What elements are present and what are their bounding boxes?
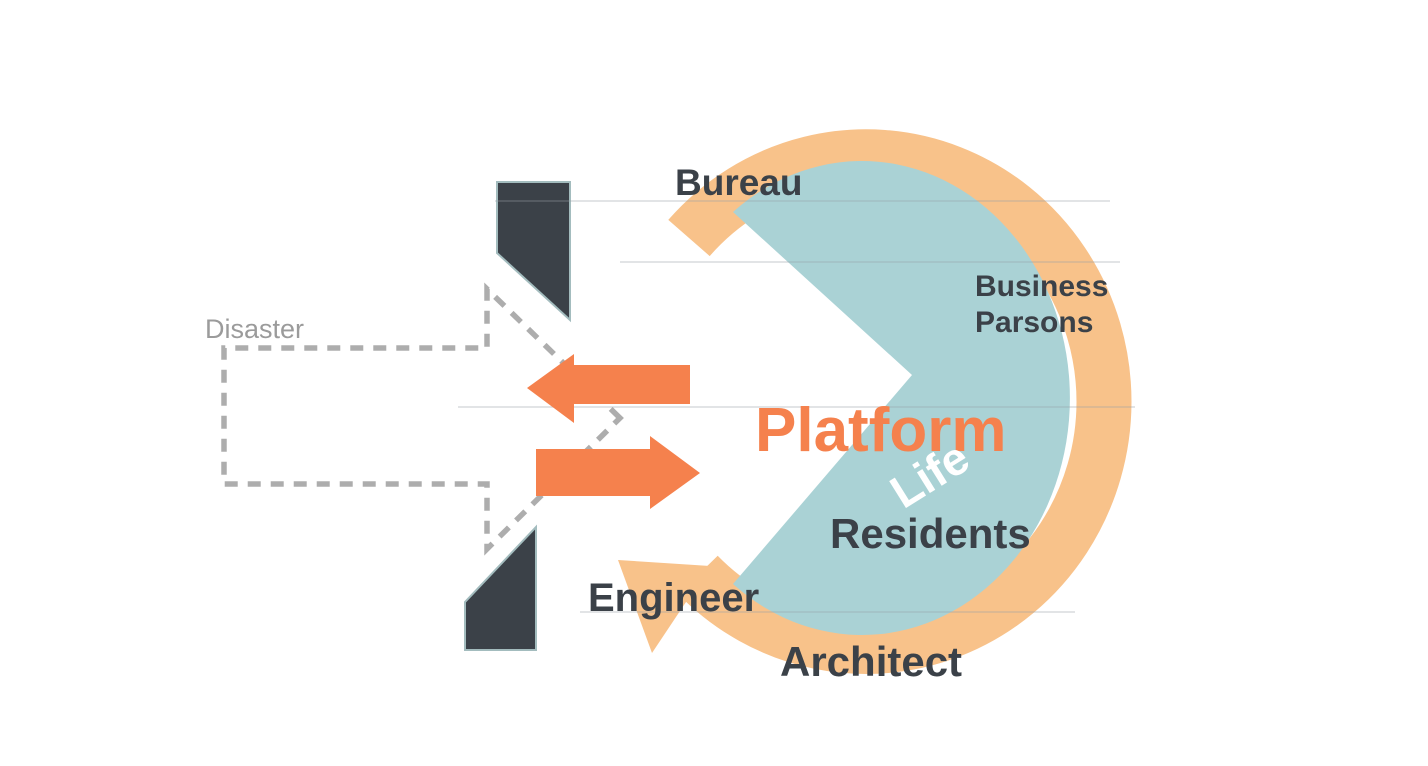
platform-label: Platform	[755, 396, 1006, 465]
disaster-label: Disaster	[205, 314, 304, 344]
flow-arrow-left	[527, 354, 690, 423]
cycle-ring-arrowhead	[618, 560, 710, 653]
business-persons-label-line2: Parsons	[975, 306, 1093, 339]
flow-arrow-right	[536, 436, 700, 509]
engineer-label: Engineer	[588, 576, 759, 620]
architect-label: Architect	[780, 638, 962, 685]
bureau-label: Bureau	[675, 162, 802, 203]
residents-label: Residents	[830, 510, 1031, 557]
barrier-bottom	[464, 524, 537, 651]
cycle-ring-arc	[668, 129, 1132, 674]
barrier-top	[496, 181, 571, 323]
platform-circle	[733, 161, 1070, 635]
disaster-arrow-outline	[221, 282, 624, 556]
business-persons-label-line1: Business	[975, 270, 1108, 303]
